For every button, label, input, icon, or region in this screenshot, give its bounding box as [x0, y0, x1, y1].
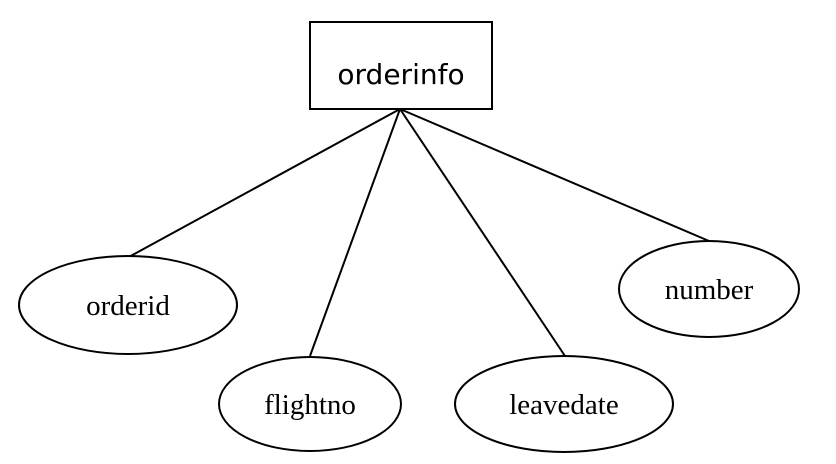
- attribute-flightno: flightno: [218, 356, 402, 452]
- connector-number: [399, 108, 710, 242]
- attribute-label: orderid: [86, 290, 170, 322]
- connector-leavedate: [399, 108, 566, 357]
- attribute-ellipse: [218, 356, 402, 452]
- entity-orderinfo: orderinfo: [309, 21, 493, 110]
- attribute-ellipse: [454, 355, 674, 453]
- attribute-label: leavedate: [509, 389, 618, 421]
- connector-flightno: [309, 108, 401, 357]
- attribute-number: number: [618, 240, 800, 338]
- connector-orderid: [126, 108, 401, 259]
- relationship-lines: [126, 108, 710, 357]
- attribute-label: flightno: [264, 389, 356, 421]
- entity-label: orderinfo: [337, 58, 464, 91]
- attribute-label: number: [665, 274, 754, 306]
- entity-box: [309, 21, 493, 110]
- attribute-ellipse: [618, 240, 800, 338]
- attribute-leavedate: leavedate: [454, 355, 674, 453]
- attribute-orderid: orderid: [18, 255, 238, 355]
- attribute-ellipse: [18, 255, 238, 355]
